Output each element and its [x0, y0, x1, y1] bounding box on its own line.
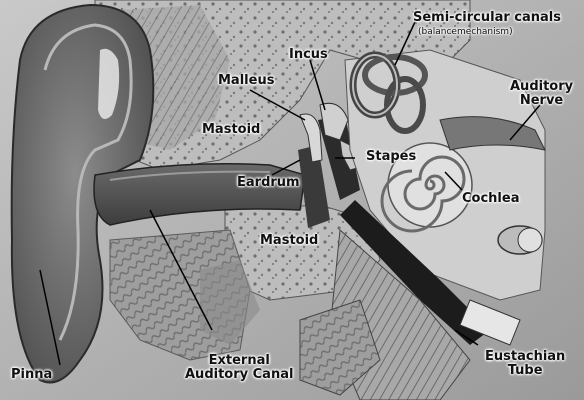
label-eustachian-line1: Eustachian	[485, 350, 565, 364]
label-stapes: Stapes	[366, 150, 416, 164]
label-eustachian-line2: Tube	[485, 364, 565, 378]
label-eardrum: Eardrum	[237, 176, 300, 190]
label-semicircular-canals: Semi-circular canals	[413, 11, 561, 25]
label-eustachian-tube: Eustachian Tube	[485, 350, 565, 378]
label-mastoid-lower: Mastoid	[260, 234, 318, 248]
label-incus: Incus	[289, 48, 328, 62]
label-external-canal-line2: Auditory Canal	[185, 368, 293, 382]
label-pinna: Pinna	[11, 368, 52, 382]
label-mastoid-upper: Mastoid	[202, 123, 260, 137]
label-balance-mechanism: (balancemechanism)	[418, 27, 513, 37]
label-malleus: Malleus	[218, 74, 274, 88]
vessel-opening	[518, 228, 542, 252]
label-cochlea: Cochlea	[462, 192, 519, 206]
label-auditory-nerve-line2: Nerve	[510, 94, 573, 108]
label-external-auditory-canal: External Auditory Canal	[185, 354, 293, 382]
label-auditory-nerve: Auditory Nerve	[510, 80, 573, 108]
label-auditory-nerve-line1: Auditory	[510, 80, 573, 94]
label-external-canal-line1: External	[185, 354, 293, 368]
